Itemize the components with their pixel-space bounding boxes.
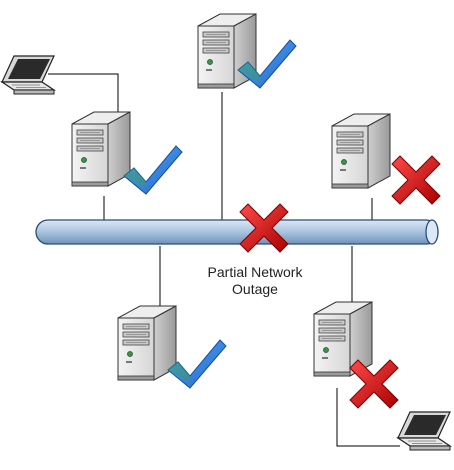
link-laptop-top-left xyxy=(48,73,119,112)
laptop-top-left-icon xyxy=(1,55,55,95)
cross-icon xyxy=(391,155,441,205)
connection-lines xyxy=(48,73,400,447)
cross-icon xyxy=(349,359,399,409)
laptop-bottom-right-icon xyxy=(397,411,451,451)
caption-line-2: Outage xyxy=(232,281,278,297)
check-icon xyxy=(123,145,183,195)
link-laptop-bottom-right xyxy=(336,388,400,447)
caption-line-1: Partial Network xyxy=(207,264,303,280)
server-upper-right-icon xyxy=(331,113,391,189)
network-backbone xyxy=(35,219,439,245)
outage-caption: Partial Network Outage xyxy=(190,264,320,298)
server-upper-left-icon xyxy=(71,111,131,187)
check-icon xyxy=(167,339,227,389)
server-lower-left-icon xyxy=(117,305,177,381)
